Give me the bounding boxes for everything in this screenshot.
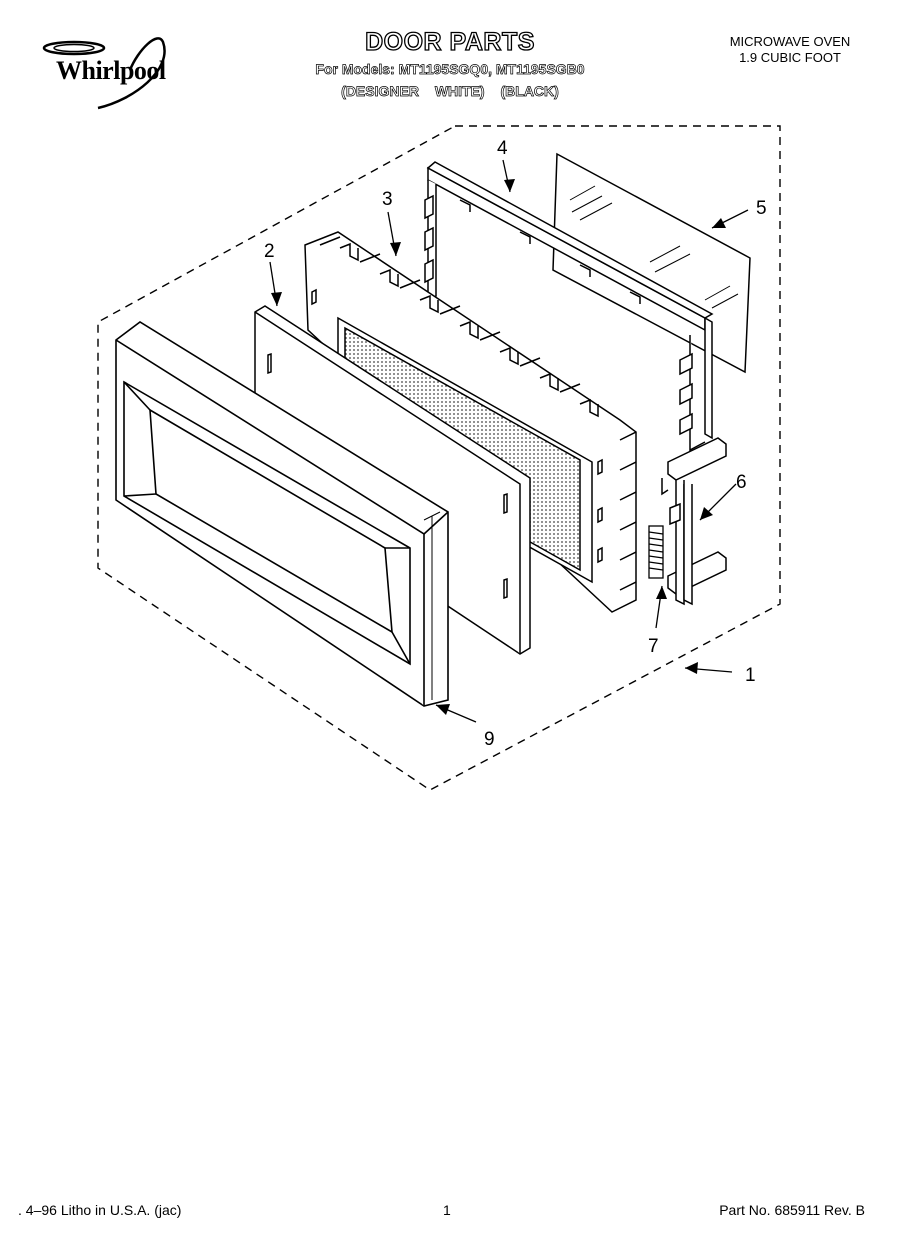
page-title: DOOR PARTS: [364, 27, 535, 56]
part-number: Part No. 685911 Rev. B: [719, 1202, 865, 1218]
callout-4: 4: [497, 138, 508, 159]
arrow-6: [700, 507, 713, 520]
product-type: MICROWAVE OVEN: [729, 34, 851, 49]
callout-1: 1: [745, 665, 756, 686]
part-door-frame: [424, 161, 714, 452]
arrow-3: [390, 242, 401, 256]
arrow-9: [436, 704, 450, 715]
variant-black: (BLACK): [500, 83, 559, 100]
arrow-1: [685, 662, 698, 674]
part-door-latch: [661, 437, 727, 606]
part-door-trim: [115, 321, 449, 707]
page-number: 1: [443, 1202, 451, 1218]
brand-name: Whirlpool: [56, 56, 166, 85]
arrow-5: [712, 218, 726, 228]
callout-5: 5: [756, 198, 767, 219]
variant-designer-white: (DESIGNER WHITE): [341, 83, 485, 100]
callout-7: 7: [648, 636, 659, 657]
arrow-7: [656, 586, 667, 599]
whirlpool-logo: [38, 30, 203, 115]
part-latch-spring: [648, 525, 664, 579]
arrow-4: [504, 179, 515, 192]
callout-6: 6: [736, 472, 747, 493]
callout-3: 3: [382, 189, 393, 210]
capacity: 1.9 CUBIC FOOT: [739, 50, 841, 65]
models-line: For Models: MT1195SGQ0, MT1195SGB0: [315, 61, 585, 78]
arrow-2: [271, 292, 282, 306]
callout-2: 2: [264, 241, 275, 262]
model-variants: (DESIGNER WHITE) (BLACK): [260, 83, 640, 100]
leader-arrowheads: [271, 179, 726, 715]
assembly-boundary: [97, 125, 781, 791]
whirlpool-swirl-icon: [42, 37, 166, 110]
print-info: . 4–96 Litho in U.S.A. (jac): [18, 1202, 182, 1218]
callout-9: 9: [484, 729, 495, 750]
